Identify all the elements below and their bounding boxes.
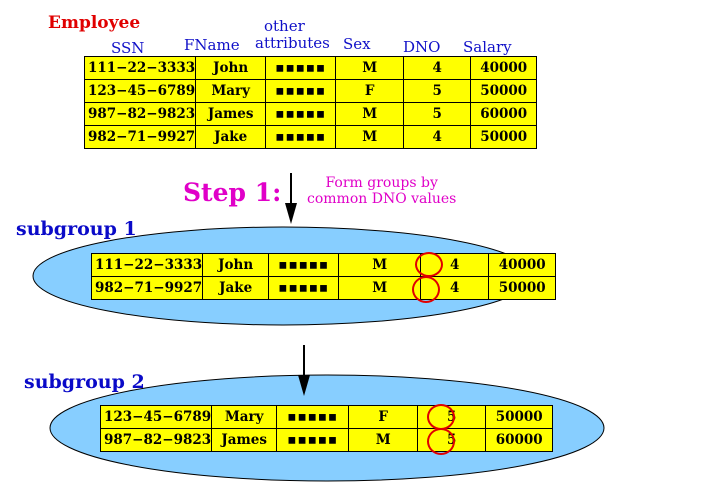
- cell-ssn: 982−71−9927: [90, 276, 204, 300]
- subgroup1-table: 111−22−3333 John ▪▪▪▪▪ M 4 40000 982−71−…: [90, 253, 557, 300]
- cell-ssn: 111−22−3333: [83, 56, 197, 80]
- header-salary: Salary: [463, 38, 512, 56]
- cell-other: ▪▪▪▪▪: [268, 253, 340, 277]
- cell-other: ▪▪▪▪▪: [276, 405, 350, 429]
- header-dno: DNO: [403, 38, 441, 56]
- cell-sex: F: [335, 79, 405, 103]
- dno-highlight-circle: [427, 404, 455, 430]
- cell-dno: 5: [403, 102, 472, 126]
- cell-sex: M: [338, 276, 422, 300]
- table-row: 111−22−3333 John ▪▪▪▪▪ M 4 40000: [90, 253, 557, 277]
- cell-salary: 40000: [488, 253, 557, 277]
- step-description: Form groups by common DNO values: [307, 175, 456, 207]
- cell-salary: 50000: [485, 405, 554, 429]
- cell-other: ▪▪▪▪▪: [265, 56, 337, 80]
- cell-ssn: 987−82−9823: [99, 428, 213, 452]
- step-description-line1: Form groups by: [325, 175, 438, 191]
- subgroup1-label: subgroup 1: [16, 218, 137, 240]
- cell-sex: F: [348, 405, 419, 429]
- employee-table: 111−22−3333 John ▪▪▪▪▪ M 4 40000 123−45−…: [83, 56, 538, 149]
- cell-salary: 60000: [485, 428, 554, 452]
- step-label: Step 1:: [183, 178, 282, 207]
- step-description-line2: common DNO values: [307, 191, 457, 207]
- dno-highlight-circle: [412, 276, 440, 303]
- header-other-line2: attributes: [255, 34, 330, 52]
- employee-title: Employee: [48, 13, 141, 33]
- dno-highlight-circle: [427, 428, 455, 455]
- cell-dno: 5: [403, 79, 472, 103]
- cell-other: ▪▪▪▪▪: [276, 428, 350, 452]
- cell-fname: Mary: [195, 79, 267, 103]
- cell-dno: 4: [403, 125, 472, 149]
- table-row: 987−82−9823 James ▪▪▪▪▪ M 5 60000: [83, 102, 538, 126]
- cell-salary: 60000: [470, 102, 538, 126]
- header-fname: FName: [184, 36, 240, 54]
- table-row: 982−71−9927 Jake ▪▪▪▪▪ M 4 50000: [83, 125, 538, 149]
- arrow-down-1: [285, 173, 297, 224]
- cell-fname: Mary: [211, 405, 278, 429]
- cell-fname: Jake: [195, 125, 267, 149]
- table-row: 123−45−6789 Mary ▪▪▪▪▪ F 5 50000: [99, 405, 554, 429]
- cell-ssn: 123−45−6789: [99, 405, 213, 429]
- cell-other: ▪▪▪▪▪: [265, 102, 337, 126]
- dno-highlight-circle: [415, 252, 443, 277]
- cell-sex: M: [335, 125, 405, 149]
- header-ssn: SSN: [111, 39, 145, 57]
- cell-ssn: 987−82−9823: [83, 102, 197, 126]
- cell-sex: M: [338, 253, 422, 277]
- subgroup2-table: 123−45−6789 Mary ▪▪▪▪▪ F 5 50000 987−82−…: [99, 405, 554, 452]
- cell-ssn: 123−45−6789: [83, 79, 197, 103]
- cell-ssn: 111−22−3333: [90, 253, 204, 277]
- cell-fname: James: [211, 428, 278, 452]
- cell-fname: John: [195, 56, 267, 80]
- table-row: 987−82−9823 James ▪▪▪▪▪ M 5 60000: [99, 428, 554, 452]
- table-row: 982−71−9927 Jake ▪▪▪▪▪ M 4 50000: [90, 276, 557, 300]
- cell-sex: M: [348, 428, 419, 452]
- header-sex: Sex: [343, 35, 371, 53]
- cell-fname: Jake: [202, 276, 270, 300]
- cell-salary: 50000: [488, 276, 557, 300]
- cell-ssn: 982−71−9927: [83, 125, 197, 149]
- cell-other: ▪▪▪▪▪: [268, 276, 340, 300]
- cell-other: ▪▪▪▪▪: [265, 79, 337, 103]
- table-row: 111−22−3333 John ▪▪▪▪▪ M 4 40000: [83, 56, 538, 80]
- cell-sex: M: [335, 56, 405, 80]
- cell-other: ▪▪▪▪▪: [265, 125, 337, 149]
- subgroup2-label: subgroup 2: [24, 371, 145, 393]
- arrow-down-2: [298, 345, 310, 396]
- cell-salary: 50000: [470, 79, 538, 103]
- cell-fname: John: [202, 253, 270, 277]
- table-row: 123−45−6789 Mary ▪▪▪▪▪ F 5 50000: [83, 79, 538, 103]
- cell-sex: M: [335, 102, 405, 126]
- cell-fname: James: [195, 102, 267, 126]
- cell-salary: 40000: [470, 56, 538, 80]
- header-other-line1: other: [264, 17, 305, 35]
- cell-dno: 4: [403, 56, 472, 80]
- cell-salary: 50000: [470, 125, 538, 149]
